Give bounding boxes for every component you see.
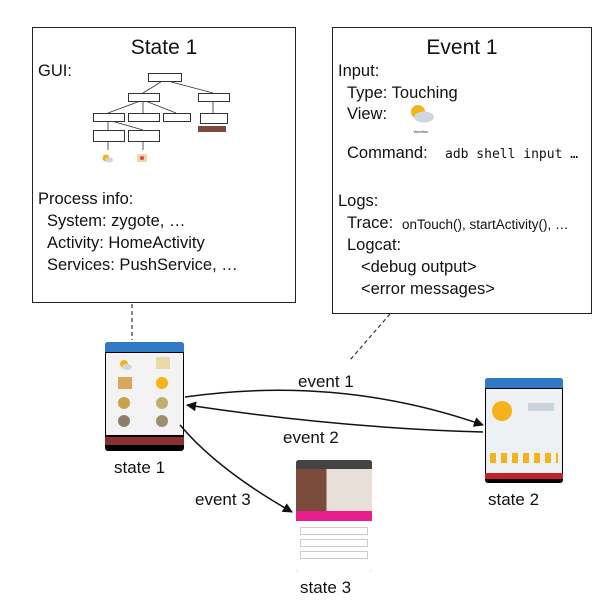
about-icon — [118, 397, 130, 409]
tree-image-thumb — [198, 126, 226, 132]
app-bar — [105, 342, 184, 352]
form-field — [300, 551, 368, 559]
input-label: Input: — [338, 62, 380, 80]
logcat-error: <error messages> — [361, 280, 495, 298]
ad-banner — [485, 473, 563, 479]
sun-icon — [492, 401, 512, 421]
logs-label: Logs: — [338, 192, 379, 210]
view-label: View: — [347, 105, 388, 123]
app-bar — [485, 378, 563, 388]
command-value: adb shell input … — [445, 147, 579, 162]
tree-node — [198, 93, 230, 102]
view-icon-caption: Weather — [413, 129, 429, 134]
grid-icon — [118, 415, 130, 427]
home-grid — [106, 353, 183, 435]
tree-node — [163, 113, 191, 122]
ad-banner — [296, 511, 372, 521]
form-field — [300, 527, 368, 535]
trace-label: Trace: — [347, 214, 394, 232]
forecast-row — [490, 453, 558, 463]
command-label: Command: — [347, 144, 428, 162]
event2-label: event 2 — [283, 428, 339, 447]
event-detail-link — [349, 313, 391, 361]
trace-value: onTouch(), startActivity(), … — [402, 217, 569, 232]
settings-icon — [156, 397, 168, 409]
event-type: Type: Touching — [347, 84, 458, 102]
state2-label: state 2 — [488, 490, 540, 509]
weather-icon — [118, 357, 132, 371]
weather-icon: Weather — [407, 102, 435, 134]
state1-screenshot — [105, 342, 184, 451]
gui-tree-edges — [107, 79, 214, 150]
state-box-title: State 1 — [130, 36, 198, 59]
grid-icon — [156, 415, 168, 427]
tree-node — [128, 130, 160, 142]
process-activity: Activity: HomeActivity — [47, 234, 205, 252]
map-icon — [156, 357, 170, 369]
gui-tree — [88, 68, 248, 193]
cities-icon — [118, 377, 132, 389]
event-box: Event 1 Input: Type: Touching View: Weat… — [332, 27, 592, 314]
temperature-readout — [528, 403, 554, 411]
process-label: Process info: — [38, 190, 134, 208]
form-area — [296, 521, 372, 572]
map-icon — [156, 377, 168, 389]
form-field — [300, 539, 368, 547]
ad-photo — [296, 469, 372, 511]
browser-bar — [296, 460, 372, 469]
process-services: Services: PushService, … — [47, 256, 238, 274]
tree-node — [93, 113, 125, 122]
gui-label: GUI: — [38, 62, 72, 80]
tree-node-root — [148, 73, 182, 82]
logcat-label: Logcat: — [347, 236, 402, 254]
ad-banner — [105, 437, 184, 445]
event-box-title: Event 1 — [426, 36, 498, 59]
map-icon — [136, 150, 148, 162]
tree-node — [93, 130, 125, 142]
weather-panel — [486, 389, 562, 473]
state2-screenshot — [485, 378, 563, 483]
weather-icon — [101, 150, 113, 163]
state3-label: state 3 — [300, 578, 352, 597]
state1-label: state 1 — [114, 458, 166, 477]
logcat-debug: <debug output> — [361, 258, 477, 276]
event1-arrow — [184, 389, 484, 427]
event1-label: event 1 — [298, 372, 354, 391]
event3-label: event 3 — [195, 490, 251, 509]
state3-screenshot — [296, 460, 372, 572]
tree-node — [128, 93, 160, 102]
tree-node — [128, 113, 160, 122]
state-box: State 1 GUI: — [32, 27, 296, 303]
tree-node — [200, 113, 228, 124]
process-system: System: zygote, … — [47, 212, 186, 230]
